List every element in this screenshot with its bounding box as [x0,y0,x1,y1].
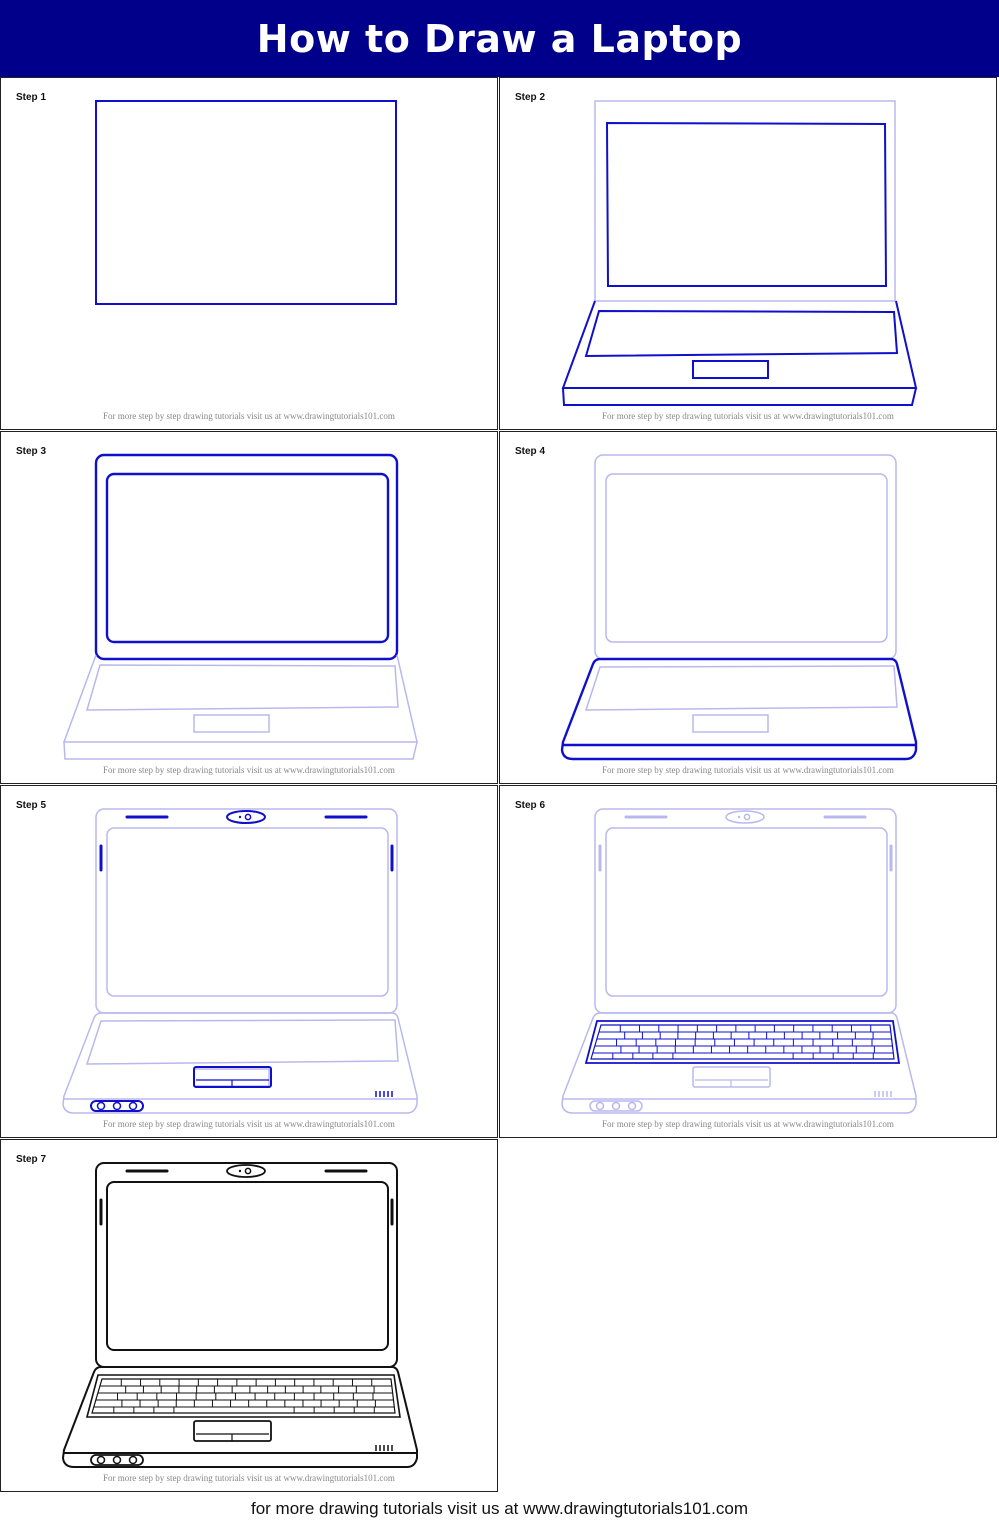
laptop-step6-illustration [561,808,917,1114]
step-cell: Step 7 For more step by step drawing tut… [0,1139,498,1492]
step-label: Step 7 [16,1154,47,1165]
laptop-step1-illustration [95,100,397,305]
step-label: Step 5 [16,800,47,811]
step-cell: Step 1 For more step by step drawing tut… [0,77,498,430]
cell-credit: For more step by step drawing tutorials … [103,1119,395,1129]
step-cell: Step 5 For more step by step drawing tut… [0,785,498,1138]
laptop-step3-illustration [62,453,418,760]
page-footer: for more drawing tutorials visit us at w… [251,1499,748,1518]
laptop-step7-illustration [61,1162,418,1468]
cell-credit: For more step by step drawing tutorials … [602,765,894,775]
step-label: Step 1 [16,92,47,103]
step-cell: Step 2 For more step by step drawing tut… [499,77,997,430]
step-label: Step 2 [515,92,546,103]
step-cell: Step 4 For more step by step drawing tut… [499,431,997,784]
laptop-step5-illustration [62,808,418,1114]
page-header: How to Draw a Laptop [0,0,999,77]
cell-credit: For more step by step drawing tutorials … [103,411,395,421]
laptop-step2-illustration [561,100,918,406]
cell-credit: For more step by step drawing tutorials … [602,411,894,421]
cell-credit: For more step by step drawing tutorials … [103,765,395,775]
cell-credit: For more step by step drawing tutorials … [103,1473,395,1483]
step-label: Step 4 [515,446,546,457]
page-title: How to Draw a Laptop [256,16,743,61]
laptop-step4-illustration [560,454,918,761]
step-cell: Step 3 For more step by step drawing tut… [0,431,498,784]
step-label: Step 3 [16,446,47,457]
cell-credit: For more step by step drawing tutorials … [602,1119,894,1129]
step-cell: Step 6 For more step by step drawing tut… [499,785,997,1138]
step-label: Step 6 [515,800,546,811]
